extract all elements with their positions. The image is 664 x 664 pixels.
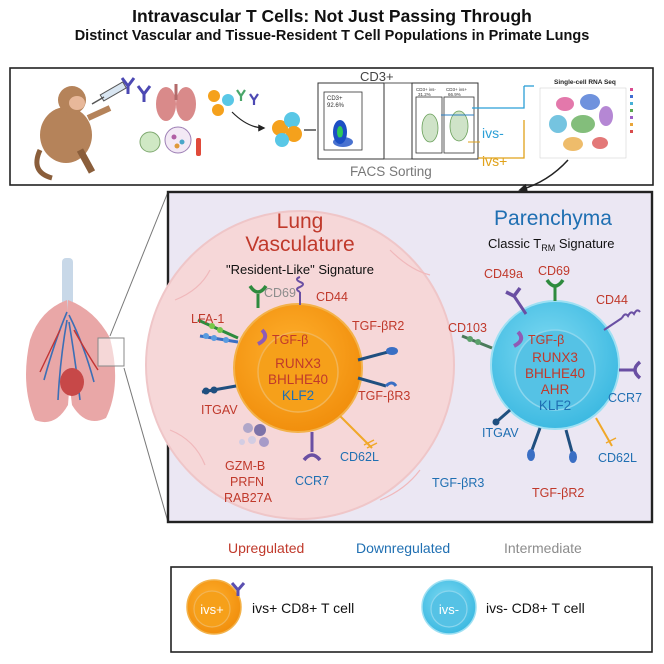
par-cd62l-label: CD62L: [598, 451, 637, 465]
par-ahr-label: AHR: [541, 382, 570, 397]
ccr7-receptor-icon: [302, 432, 322, 462]
legend-intermediate: Intermediate: [504, 540, 582, 556]
cd103-receptor-icon: [461, 334, 493, 350]
vasculature-signature: "Resident-Like" Signature: [226, 262, 374, 277]
tgfbr2-receptor-icon: [357, 347, 398, 362]
cell-cluster-icon: [272, 112, 302, 147]
vasc-itgav-label: ITGAV: [201, 403, 238, 417]
facs-plot-cd3: [317, 82, 385, 160]
vasc-runx3-label: RUNX3: [275, 356, 321, 371]
plot2-gate-b-label: CD3+ ivs+: [446, 87, 467, 92]
macaque-icon: [34, 86, 112, 181]
granule-icons: [239, 423, 269, 447]
cd69-receptor-icon-parenchyma: [545, 278, 565, 301]
parenchyma-signature-suffix: Signature: [555, 236, 614, 251]
par-bhlhe40-label: BHLHE40: [525, 366, 585, 381]
cd62l-receptor-icon-parenchyma: [595, 417, 617, 447]
plot2-gate-b-pct: 66.9%: [448, 92, 461, 97]
vasc-tgfb-label: TGF-β: [272, 333, 308, 347]
facs-plot-ivs: [411, 82, 479, 160]
vasc-tgfbr2-label: TGF-βR2: [352, 319, 404, 333]
par-cd103-label: CD103: [448, 321, 487, 335]
cd49a-receptor-icon: [505, 286, 528, 315]
parenchyma-signature-sub: RM: [541, 243, 555, 253]
vasc-cd62l-label: CD62L: [340, 450, 379, 464]
tgfbr3-receptor-icon: [357, 376, 398, 388]
syringe-icon: [91, 81, 127, 105]
human-lungs-icon: [26, 258, 125, 423]
plot1-gate-pct: 92.6%: [327, 103, 345, 109]
figure-subtitle: Distinct Vascular and Tissue-Resident T …: [74, 28, 590, 44]
plot2-gate-a-pct: 31.2%: [418, 92, 431, 97]
lungs-icon: [156, 84, 196, 121]
vasc-cd69-label: CD69: [264, 286, 296, 300]
tsne-plot: [539, 87, 633, 159]
tube-icon: [196, 138, 201, 156]
par-itgav-label: ITGAV: [482, 426, 519, 440]
tgfb-ligand-icon-parenchyma: [513, 330, 524, 348]
facs-sorting-label: FACS Sorting: [350, 164, 432, 179]
vasc-cd44-label: CD44: [316, 290, 348, 304]
antibody-bound-icon: [230, 582, 246, 596]
cd62l-receptor-icon: [339, 415, 378, 449]
par-tgfb-label: TGF-β: [528, 333, 564, 347]
ivs-negative-label: ivs-: [482, 125, 504, 141]
vasc-gzmb-label: GZM-B: [225, 459, 265, 473]
vasc-bhlhe40-label: BHLHE40: [268, 372, 328, 387]
vasc-ccr7-label: CCR7: [295, 474, 329, 488]
par-tgfbr3-label: TGF-βR3: [432, 476, 484, 490]
vasc-rab27a-label: RAB27A: [224, 491, 273, 505]
scrna-title: Single-cell RNA Seq: [554, 79, 616, 86]
ivs-neg-legend-label: ivs- CD8+ T cell: [486, 600, 585, 616]
figure-title: Intravascular T Cells: Not Just Passing …: [132, 6, 532, 26]
par-cd44-label: CD44: [596, 293, 628, 307]
par-cd69-label: CD69: [538, 264, 570, 278]
tgfb-ligand-icon: [257, 328, 268, 346]
cd44-receptor-icon-parenchyma: [603, 309, 641, 331]
par-ccr7-label: CCR7: [608, 391, 642, 405]
ivs-neg-nucleus: [514, 329, 596, 411]
vasc-tgfbr3-label: TGF-βR3: [358, 389, 410, 403]
cd69-receptor-icon: [248, 284, 268, 308]
ivs-pos-badge: ivs+: [200, 602, 223, 617]
ivs-pos-legend-label: ivs+ CD8+ T cell: [252, 600, 354, 616]
parenchyma-signature-prefix: Classic T: [488, 236, 541, 251]
cd3-gate-label: CD3+: [360, 69, 394, 84]
vasculature-title-line2: Vasculature: [245, 233, 354, 256]
tgfbr2-receptor-icon-parenchyma: [564, 429, 577, 463]
lfa1-receptor-icon: [197, 318, 239, 344]
antibody-icon: [120, 77, 152, 102]
ivs-pos-nucleus: [257, 331, 339, 413]
tissue-dish-icon: [139, 131, 161, 153]
par-klf2-label: KLF2: [539, 398, 571, 413]
svg-text:Classic TRM Signature: Classic TRM Signature: [488, 236, 614, 253]
ccr7-receptor-icon-parenchyma: [619, 360, 642, 380]
itgav-receptor-icon-parenchyma: [492, 408, 511, 426]
vasc-klf2-label: KLF2: [282, 388, 314, 403]
vasc-lfa1-label: LFA-1: [191, 312, 224, 326]
parenchyma-title: Parenchyma: [494, 207, 612, 230]
ivs-positive-label: ivs+: [482, 153, 507, 169]
itgav-receptor-icon: [201, 384, 237, 395]
cell-suspension-icon: [164, 126, 192, 154]
plot1-gate-label: CD3+: [327, 96, 343, 102]
cell-legend-box: [170, 566, 653, 653]
legend-upregulated: Upregulated: [228, 540, 304, 556]
plot2-gate-a-label: CD3+ ivs-: [416, 87, 436, 92]
legend-downregulated: Downregulated: [356, 540, 450, 556]
par-cd49a-label: CD49a: [484, 267, 523, 281]
cd44-receptor-icon: [296, 276, 304, 305]
par-runx3-label: RUNX3: [532, 350, 578, 365]
ivs-neg-badge: ivs-: [439, 602, 459, 617]
stained-cells-icon: [208, 89, 259, 116]
tgfbr3-receptor-icon-parenchyma: [527, 427, 542, 461]
vasc-prfn-label: PRFN: [230, 475, 264, 489]
vasculature-title-line1: Lung: [277, 210, 324, 233]
par-tgfbr2-label: TGF-βR2: [532, 486, 584, 500]
